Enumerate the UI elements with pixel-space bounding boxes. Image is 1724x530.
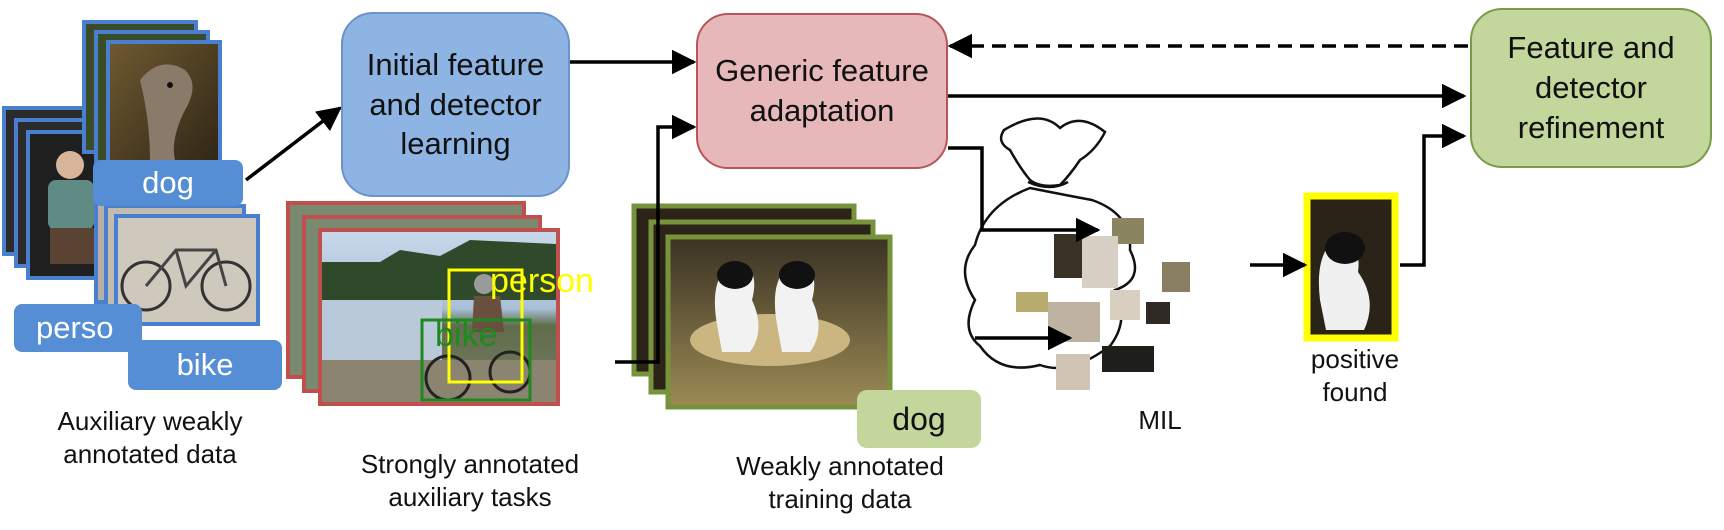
instance-patch <box>1102 346 1154 372</box>
train-dog-tag: dog <box>857 390 981 448</box>
instance-patch <box>1048 302 1100 342</box>
greyhound-shape <box>140 64 193 160</box>
bag-tie <box>1027 180 1069 189</box>
puppy-1-head <box>717 261 753 289</box>
strong-aux-caption: Strongly annotated auxiliary tasks <box>360 449 580 512</box>
bike-wheel-front <box>200 260 252 312</box>
weak-train-stack <box>631 203 893 410</box>
mil-caption: MIL <box>1138 405 1182 435</box>
generic-adaptation-node: Generic feature adaptation <box>696 13 948 169</box>
dog-tag: dog <box>93 160 243 206</box>
refinement-node: Feature and detector refinement <box>1470 8 1712 168</box>
bag-top <box>999 117 1107 188</box>
arrow-strong-to-generic <box>615 114 697 364</box>
bike-detection-label: bike <box>435 316 498 354</box>
bike-detection-box <box>420 318 532 402</box>
person-detection-label: person <box>490 262 594 300</box>
instance-patch <box>1082 236 1118 288</box>
person-detection-box <box>447 268 524 384</box>
arrow-generic-to-mil <box>948 146 1101 243</box>
rider-body <box>472 296 504 332</box>
person-tag: perso <box>14 304 142 352</box>
positive-found-caption: positive found <box>1310 344 1400 407</box>
instance-patch <box>1146 302 1170 324</box>
positive-puppy-head <box>1325 232 1365 264</box>
instance-patch <box>1162 262 1190 292</box>
tree-line <box>322 240 556 300</box>
instance-patch <box>1056 354 1090 390</box>
person-shirt <box>48 180 94 230</box>
arrow-positive-to-refine <box>1400 123 1467 267</box>
person-head <box>56 151 84 179</box>
arrows <box>244 33 1468 364</box>
instance-patch <box>1110 290 1140 320</box>
rider-head <box>474 274 494 294</box>
mil-bag <box>963 117 1190 390</box>
arrow-aux-to-initial <box>244 106 342 182</box>
strong-aux-stack <box>286 201 560 406</box>
instance-patch <box>1016 292 1048 312</box>
lake-water <box>322 300 442 360</box>
initial-learning-node: Initial feature and detector learning <box>341 12 570 197</box>
bike-wheel-back <box>120 260 172 312</box>
puppy-2-head <box>779 261 815 289</box>
person-chair <box>50 228 100 264</box>
bike-tag: bike <box>128 340 282 390</box>
cushion <box>690 314 850 366</box>
aux-weak-caption: Auxiliary weakly annotated data <box>57 406 243 469</box>
bike-frame <box>144 248 228 290</box>
positive-found-image <box>1303 192 1399 342</box>
weak-train-caption: Weakly annotated training data <box>736 451 944 514</box>
